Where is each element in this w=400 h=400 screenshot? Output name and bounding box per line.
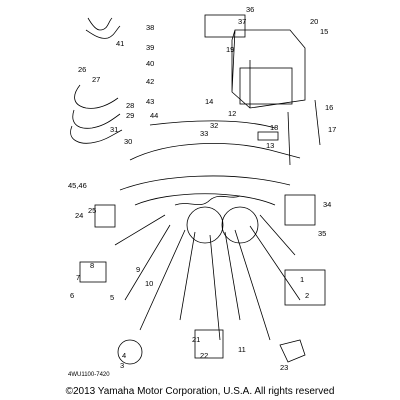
callout-label: 4 <box>122 351 126 360</box>
ecu-1 <box>284 269 326 306</box>
callout-label: 12 <box>228 109 236 118</box>
callout-label: 27 <box>92 75 100 84</box>
callout-label: 38 <box>146 23 154 32</box>
callout-label: 20 <box>310 17 318 26</box>
battery-12 <box>239 67 293 105</box>
callout-label: 19 <box>226 45 234 54</box>
callout-label: 25 <box>88 206 96 215</box>
callout-label: 17 <box>328 125 336 134</box>
fuse-18 <box>257 131 279 141</box>
cdi-unit-34 <box>284 194 316 226</box>
callout-label: 1 <box>300 275 304 284</box>
callout-label: 24 <box>75 211 83 220</box>
callout-label: 5 <box>110 293 114 302</box>
callout-label: 15 <box>320 27 328 36</box>
battery-band-13 <box>287 111 291 166</box>
relay-box-36 <box>204 14 246 38</box>
starter-relay-5 <box>79 261 107 283</box>
strap-17 <box>314 99 321 146</box>
callout-label: 26 <box>78 65 86 74</box>
fender-lower-outline <box>134 193 276 206</box>
callout-label: 36 <box>246 5 254 14</box>
callout-label: 44 <box>150 111 158 120</box>
copyright-notice: ©2013 Yamaha Motor Corporation, U.S.A. A… <box>65 386 335 397</box>
wire-harness-30 <box>70 84 123 144</box>
battery-box-20 <box>231 29 306 109</box>
leader-lines <box>114 214 301 341</box>
callout-label: 22 <box>200 351 208 360</box>
callout-label: 21 <box>192 335 200 344</box>
regulator-21 <box>194 329 224 359</box>
callout-label: 18 <box>270 123 278 132</box>
callout-label: 30 <box>124 137 132 146</box>
harness-loop-left <box>186 206 224 244</box>
callout-label: 9 <box>136 265 140 274</box>
callout-label: 45,46 <box>68 181 87 190</box>
callout-label: 31 <box>110 125 118 134</box>
callout-label: 35 <box>318 229 326 238</box>
callout-label: 42 <box>146 77 154 86</box>
horn-3 <box>117 339 143 365</box>
callout-label: 14 <box>205 97 213 106</box>
callout-label: 2 <box>305 291 309 300</box>
callout-label: 6 <box>70 291 74 300</box>
callout-label: 13 <box>266 141 274 150</box>
callout-label: 43 <box>146 97 154 106</box>
callout-label: 7 <box>76 273 80 282</box>
callout-label: 10 <box>145 279 153 288</box>
callout-label: 23 <box>280 363 288 372</box>
callout-label: 29 <box>126 111 134 120</box>
callout-label: 11 <box>238 345 246 354</box>
wire-harness-41 <box>85 17 121 39</box>
callout-label: 16 <box>325 103 333 112</box>
callout-label: 32 <box>210 121 218 130</box>
fender-outline <box>119 120 301 191</box>
callout-label: 37 <box>238 17 246 26</box>
callout-label: 3 <box>120 361 124 370</box>
callout-label: 33 <box>200 129 208 138</box>
cover-23 <box>279 339 306 363</box>
callout-label: 39 <box>146 43 154 52</box>
callout-label: 8 <box>90 261 94 270</box>
callout-label: 40 <box>146 59 154 68</box>
harness-loop-right <box>221 206 259 244</box>
callout-label: 28 <box>126 101 134 110</box>
callout-label: 41 <box>116 39 124 48</box>
ignition-coil-24 <box>94 204 116 228</box>
callout-label: 34 <box>323 200 331 209</box>
diagram-code: 4WU1100-7420 <box>68 372 110 378</box>
main-harness <box>174 195 241 206</box>
